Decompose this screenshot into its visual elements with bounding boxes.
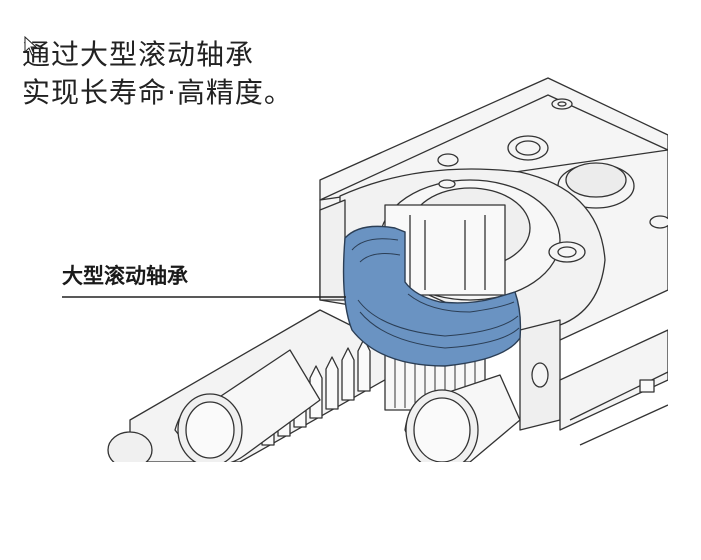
headline-line-2: 实现长寿命·高精度。 bbox=[22, 76, 293, 109]
piston-left bbox=[107, 349, 321, 462]
headline: 通过大型滚动轴承 实现长寿命·高精度。 bbox=[22, 36, 293, 112]
side-block bbox=[319, 199, 561, 431]
cursor-arrow-icon bbox=[24, 36, 38, 56]
callout-label: 大型滚动轴承 bbox=[62, 264, 188, 288]
right-rail bbox=[559, 329, 668, 446]
headline-line-1: 通过大型滚动轴承 bbox=[22, 38, 255, 71]
large-rolling-bearing bbox=[342, 225, 522, 367]
piston-right bbox=[404, 374, 521, 462]
